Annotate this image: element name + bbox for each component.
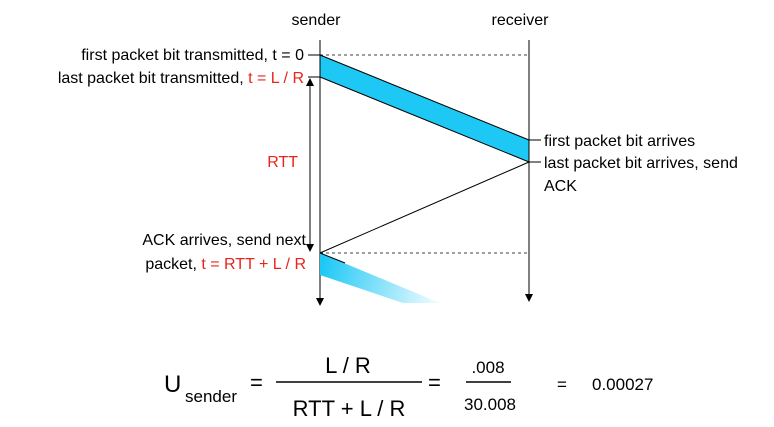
equation-frac-numerator: .008 [471,358,504,377]
equation-subscript: sender [185,387,237,406]
utilization-equation: U sender = L / R RTT + L / R = .008 30.0… [164,353,653,421]
rtt-arrow-top [306,78,314,86]
equation-u: U [164,371,181,398]
first-packet-band [319,54,530,163]
equation-equals-1: = [250,370,263,395]
rtt-arrow-bottom [306,244,314,252]
ack-arrives-label-line2: packet, t = RTT + L / R [145,256,306,273]
rtt-label: RTT [267,154,298,171]
ack-arrives-text: packet, [145,256,201,273]
last-bit-transmitted-text: last packet bit transmitted, [58,70,248,87]
ack-arrives-time: t = RTT + L / R [201,256,306,273]
sender-timeline-arrow [316,298,324,306]
last-bit-transmitted-time: t = L / R [248,70,304,87]
last-bit-transmitted-label: last packet bit transmitted, t = L / R [58,70,304,87]
next-packet-band [320,253,440,303]
next-packet-top-edge [319,252,346,264]
equation-frac-denominator: 30.008 [464,395,516,414]
first-bit-transmitted-label: first packet bit transmitted, t = 0 [81,47,304,64]
equation-denominator: RTT + L / R [293,396,406,421]
first-bit-arrives-label: first packet bit arrives [544,133,695,150]
equation-result: 0.00027 [592,375,653,394]
receiver-header: receiver [492,12,550,29]
equation-numerator: L / R [325,353,371,378]
last-bit-arrives-label-line2: ACK [544,178,577,195]
equation-equals-3: = [557,375,567,394]
ack-arrives-label-line1: ACK arrives, send next [142,232,306,249]
receiver-timeline-arrow [525,294,533,302]
equation-equals-2: = [428,370,441,395]
ack-line [319,161,530,254]
sender-header: sender [292,12,342,29]
last-bit-arrives-label-line1: last packet bit arrives, send [544,155,738,172]
